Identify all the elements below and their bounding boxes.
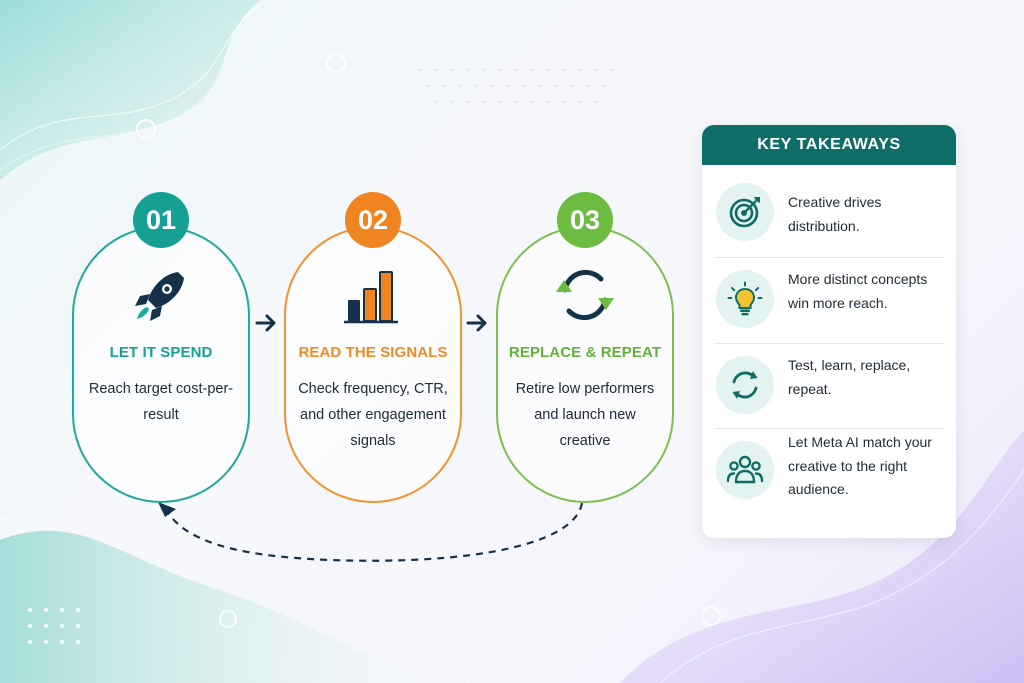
step-title: LET IT SPEND <box>109 344 213 361</box>
divider <box>714 343 944 344</box>
takeaway-text: Test, learn, replace, repeat. <box>788 357 911 397</box>
rocket-icon <box>72 262 250 328</box>
step-description: Reach target cost-per-result <box>88 381 234 423</box>
takeaway-item: Creative drives distribution. <box>702 171 956 255</box>
audience-group-icon <box>716 441 774 499</box>
takeaway-item: Let Meta AI match your creative to the r… <box>702 429 956 513</box>
step-description: Retire low performers and launch new cre… <box>515 381 655 449</box>
takeaway-text: Let Meta AI match your creative to the r… <box>788 434 932 497</box>
key-takeaways-panel: KEY TAKEAWAYS Creative drives distributi… <box>702 125 956 538</box>
takeaway-item: Test, learn, replace, repeat. <box>702 344 956 428</box>
bar-chart-icon <box>284 262 462 328</box>
arrow-right-icon <box>466 314 487 332</box>
target-icon <box>716 183 774 241</box>
step-title: READ THE SIGNALS <box>298 344 448 361</box>
step-number-badge: 02 <box>345 192 401 248</box>
takeaway-text: More distinct concepts win more reach. <box>788 271 928 311</box>
step-title: REPLACE & REPEAT <box>508 344 662 361</box>
refresh-icon <box>716 356 774 414</box>
step-let-it-spend: 01 LET IT SPEND Reach target cost-per-re… <box>72 192 250 503</box>
step-read-the-signals: 02 READ THE SIGNALS Check frequency, CTR… <box>284 192 462 503</box>
step-number-badge: 01 <box>133 192 189 248</box>
step-replace-and-repeat: 03 REPLACE & REPEAT Retire low performer… <box>496 192 674 503</box>
lightbulb-icon <box>716 270 774 328</box>
takeaway-text: Creative drives distribution. <box>788 194 882 234</box>
step-description: Check frequency, CTR, and other engageme… <box>298 381 448 449</box>
step-number-badge: 03 <box>557 192 613 248</box>
arrow-right-icon <box>255 314 276 332</box>
takeaway-item: More distinct concepts win more reach. <box>702 258 956 342</box>
divider <box>714 257 944 258</box>
step-card-outline <box>72 226 250 503</box>
refresh-cycle-icon <box>496 262 674 328</box>
divider <box>714 428 944 429</box>
panel-title: KEY TAKEAWAYS <box>702 125 956 165</box>
